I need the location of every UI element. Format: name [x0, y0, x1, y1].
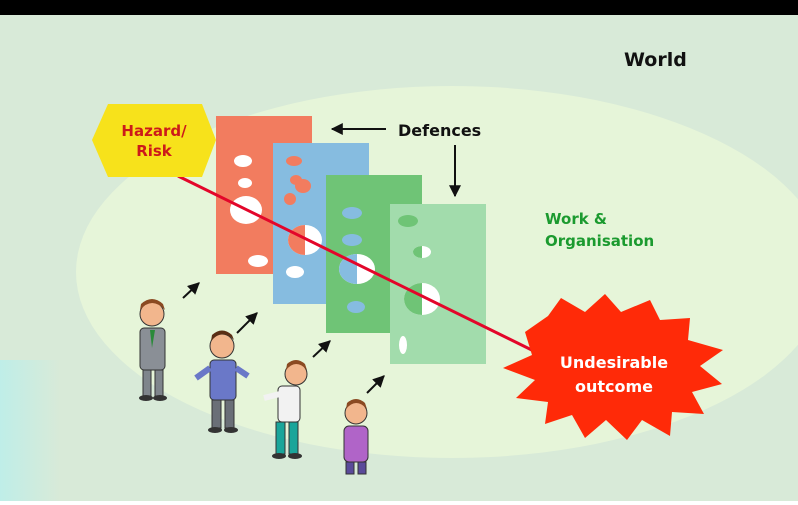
person-2-icon [194, 330, 250, 433]
hazard-label-line1: Hazard/ [121, 122, 187, 140]
person-arrow-3 [312, 340, 331, 358]
work-label: Work & [545, 210, 607, 228]
person-arrow-4 [366, 375, 385, 394]
outcome-label-line1: Undesirable [560, 353, 668, 372]
person-1-icon [139, 299, 167, 401]
hazard-hexagon: Hazard/ Risk [92, 104, 216, 177]
outcome-label-line2: outcome [575, 377, 653, 396]
person-3-icon [263, 360, 308, 459]
person-arrow-2 [236, 312, 258, 334]
person-arrow-1 [182, 282, 200, 299]
organisation-label: Organisation [545, 232, 654, 250]
defences-label: Defences [398, 121, 481, 140]
world-label: World [624, 49, 687, 71]
person-4-icon [343, 399, 369, 475]
world-left-fade [0, 360, 60, 501]
defence-layer-4 [390, 204, 486, 364]
accident-trajectory [177, 174, 553, 362]
world-frame-bar [0, 0, 798, 15]
outcome-starburst: Undesirable outcome [503, 294, 723, 440]
hazard-label-line2: Risk [136, 142, 173, 160]
